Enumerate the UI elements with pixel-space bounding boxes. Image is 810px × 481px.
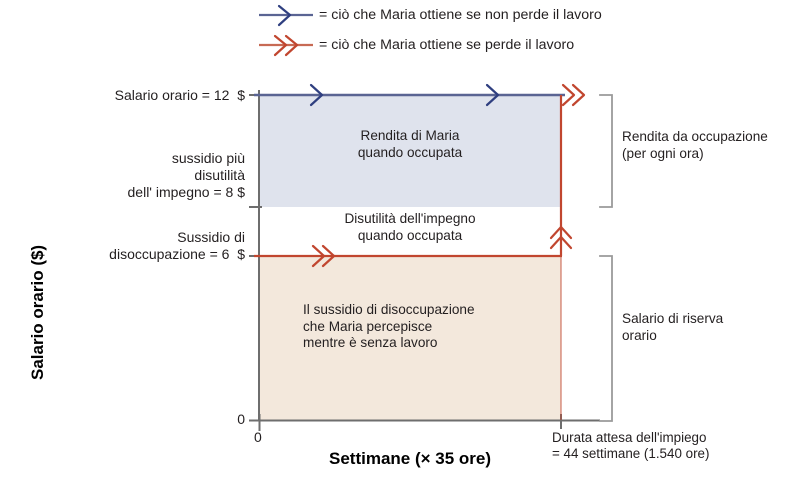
region-label-disutilita-impegno: Disutilità dell'impegno quando occupata (344, 211, 476, 243)
region-rendita-di-maria (259, 95, 561, 207)
y-tick-label-8: sussidio più disutilità dell' impegno = … (127, 150, 245, 201)
y-axis-title: Salario orario ($) (28, 244, 47, 380)
region-label-rendita-di-maria: Rendita di Maria quando occupata (357, 128, 463, 160)
y-tick-label-6: Sussidio di disoccupazione = 6 $ (109, 229, 245, 263)
region-label-sussidio-disoccupazione: Il sussidio di disoccupazione che Maria … (303, 302, 475, 351)
region-sussidio-disoccupazione (259, 256, 561, 420)
bracket-label-salario-di-riserva: Salario di riserva orario (622, 311, 724, 343)
blue-chevron-arrow-icon-1 (309, 83, 324, 107)
legend-double-chevron-right-arrow-icon (273, 34, 299, 57)
bracket-rendita-da-occupazione (599, 94, 613, 208)
legend-single-chevron-right-arrow-icon (277, 4, 292, 27)
y-tick-label-0: 0 (237, 411, 245, 427)
x-end-label: Durata attesa dell'impiego = 44 settiman… (552, 430, 710, 462)
red-double-chevron-arrow-icon-top-right (561, 83, 586, 107)
legend-item-label-unemployed: = ciò che Maria ottiene se perde il lavo… (319, 37, 575, 53)
red-double-chevron-arrow-icon-horizontal (311, 244, 336, 268)
bracket-salario-di-riserva (599, 255, 613, 422)
region-disutilita-impegno (259, 207, 561, 256)
bracket-label-rendita-da-occupazione: Rendita da occupazione (per ogni ora) (622, 129, 768, 161)
x-axis-title: Settimane (× 35 ore) (328, 449, 492, 468)
x-origin-label: 0 (254, 429, 262, 445)
y-tick-label-12: Salario orario = 12 $ (114, 87, 245, 103)
legend-item-label-employed: = ciò che Maria ottiene se non perde il … (319, 7, 602, 23)
blue-chevron-arrow-icon-2 (485, 83, 500, 107)
red-double-chevron-arrow-icon-up (549, 225, 573, 250)
